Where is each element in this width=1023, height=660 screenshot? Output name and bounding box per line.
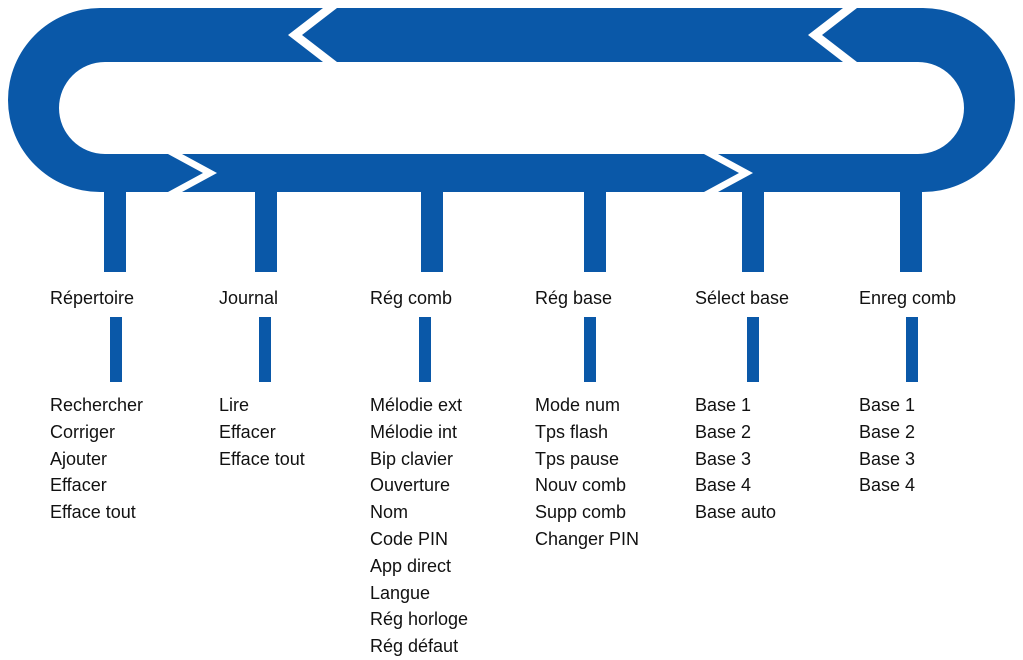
loop-ring bbox=[8, 8, 1015, 192]
top-arrow-gap-right bbox=[808, 8, 857, 62]
submenu-item: Rechercher bbox=[50, 395, 144, 415]
submenu-item: Efface tout bbox=[219, 448, 305, 469]
submenu-item: Lire bbox=[219, 395, 250, 415]
submenu-item: Nouv comb bbox=[535, 475, 627, 496]
stem-select-base bbox=[742, 190, 764, 272]
submenu-item: Code PIN bbox=[370, 528, 449, 549]
submenu-item: Ouverture bbox=[370, 475, 451, 496]
submenu-item: Changer PIN bbox=[535, 528, 640, 549]
connector-bar bbox=[747, 317, 759, 382]
menu-title: Répertoire bbox=[50, 288, 135, 308]
submenu-item: Base 1 bbox=[695, 395, 752, 415]
submenu-item: Nom bbox=[370, 502, 409, 523]
submenu-item: Base 1 bbox=[859, 395, 916, 415]
submenu-item: Base 3 bbox=[859, 448, 916, 469]
submenu-item: Mélodie int bbox=[370, 421, 458, 442]
submenu-item: Base 4 bbox=[859, 475, 916, 496]
submenu-item: Base 2 bbox=[695, 421, 752, 442]
submenu-item: Base 2 bbox=[859, 421, 916, 442]
submenu-item: Ajouter bbox=[50, 448, 108, 469]
connector-bar bbox=[584, 317, 596, 382]
submenu-item: Corriger bbox=[50, 421, 116, 442]
menu-title: Rég comb bbox=[370, 288, 453, 308]
submenu-item: Base auto bbox=[695, 502, 777, 523]
submenu-list: Base 1 Base 2 Base 3 Base 4 bbox=[859, 392, 915, 499]
stem-reg-comb bbox=[421, 190, 443, 272]
connector-bar bbox=[259, 317, 271, 382]
menu-title: Sélect base bbox=[695, 288, 790, 308]
top-arrow-gap-left bbox=[288, 8, 337, 62]
bottom-arrow-gap-left bbox=[168, 154, 217, 192]
menu-title: Enreg comb bbox=[859, 288, 957, 308]
stem-repertoire bbox=[104, 190, 126, 272]
submenu-item: Tps pause bbox=[535, 448, 620, 469]
stem-enreg-comb bbox=[900, 190, 922, 272]
submenu-item: Efface tout bbox=[50, 502, 136, 523]
connector-bar bbox=[419, 317, 431, 382]
stem-journal bbox=[255, 190, 277, 272]
submenu-list: Lire Effacer Efface tout bbox=[219, 392, 305, 472]
submenu-item: Bip clavier bbox=[370, 448, 454, 469]
submenu-list: Mélodie ext Mélodie int Bip clavier Ouve… bbox=[370, 392, 468, 660]
submenu-item: Base 3 bbox=[695, 448, 752, 469]
connector-bar bbox=[906, 317, 918, 382]
submenu-item: Effacer bbox=[219, 421, 276, 442]
submenu-item: Supp comb bbox=[535, 502, 627, 523]
submenu-item: App direct bbox=[370, 555, 452, 576]
submenu-item: Base 4 bbox=[695, 475, 752, 496]
submenu-item: Rég défaut bbox=[370, 636, 459, 657]
menu-title: Rég base bbox=[535, 288, 613, 308]
submenu-item: Rég horloge bbox=[370, 609, 469, 630]
submenu-item: Mode num bbox=[535, 395, 621, 415]
submenu-item: Langue bbox=[370, 582, 431, 603]
submenu-list: Mode num Tps flash Tps pause Nouv comb S… bbox=[535, 392, 639, 553]
stem-reg-base bbox=[584, 190, 606, 272]
submenu-list: Base 1 Base 2 Base 3 Base 4 Base auto bbox=[695, 392, 776, 526]
bottom-arrow-gap-right bbox=[704, 154, 753, 192]
menu-title: Journal bbox=[219, 288, 279, 308]
submenu-item: Effacer bbox=[50, 475, 107, 496]
connector-bar bbox=[110, 317, 122, 382]
submenu-item: Mélodie ext bbox=[370, 395, 463, 415]
submenu-item: Tps flash bbox=[535, 421, 609, 442]
submenu-list: Rechercher Corriger Ajouter Effacer Effa… bbox=[50, 392, 143, 526]
